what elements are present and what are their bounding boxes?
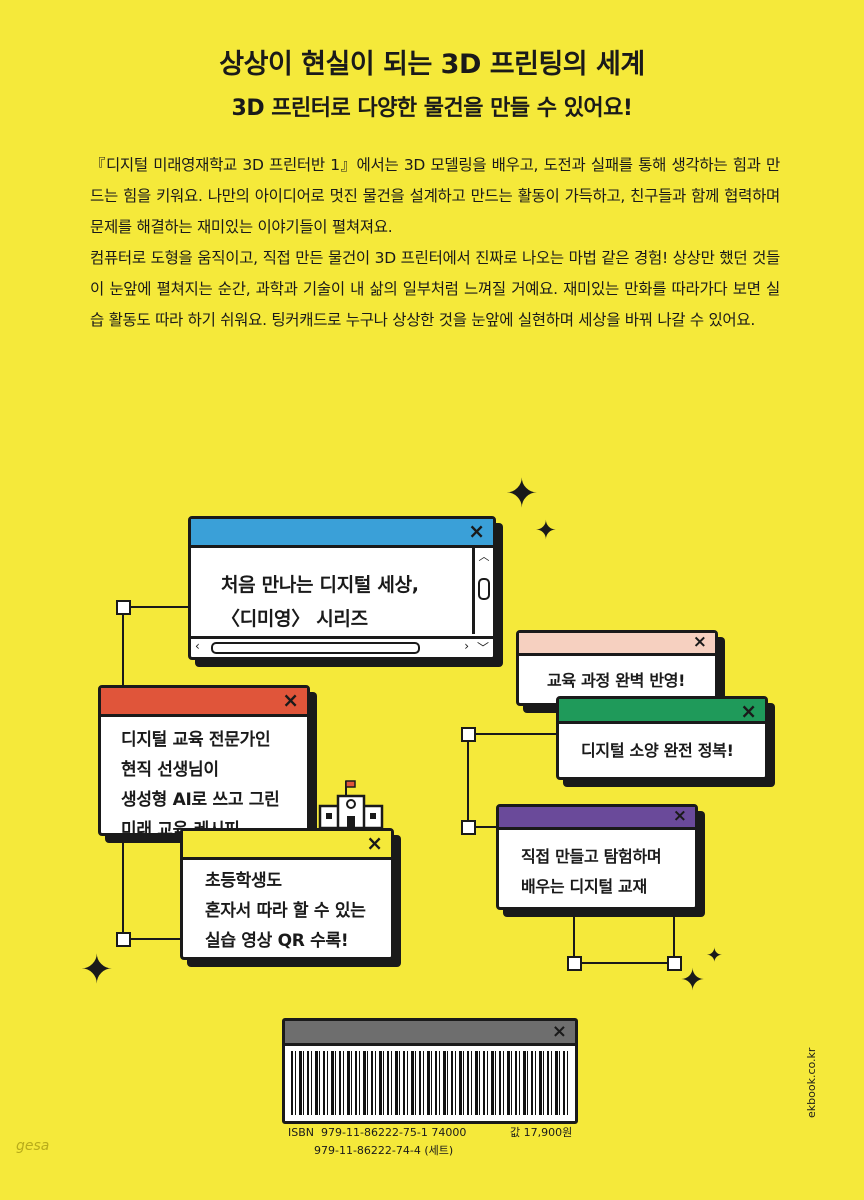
- scroll-left-icon[interactable]: ‹: [195, 639, 200, 653]
- window-titlebar: ×: [183, 831, 391, 860]
- close-icon[interactable]: ×: [672, 806, 687, 826]
- scroll-up-icon[interactable]: ︿: [478, 550, 490, 563]
- series-headline-line2: 〈디미영〉 시리즈: [221, 608, 368, 630]
- connector-line: [122, 606, 198, 608]
- price-label: 값 17,900원: [510, 1126, 573, 1139]
- qr-line-3: 실습 영상 QR 수록!: [205, 931, 349, 951]
- isbn-label: ISBN: [288, 1126, 315, 1139]
- isbn-number-2: 979-11-86222-74-4 (세트): [314, 1144, 454, 1157]
- connector-line: [122, 938, 186, 940]
- qr-line-2: 혼자서 따라 할 수 있는: [205, 901, 366, 921]
- isbn-number-1: 979-11-86222-75-1 74000: [321, 1126, 467, 1139]
- isbn-block: ISBN 979-11-86222-75-1 74000 979-11-8622…: [288, 1124, 466, 1160]
- intro-text: 『디지털 미래영재학교 3D 프린터반 1』에서는 3D 모델링을 배우고, 도…: [90, 150, 780, 336]
- sparkle-icon: ✦: [505, 471, 539, 517]
- close-icon[interactable]: ×: [692, 632, 707, 652]
- barcode-window: ×: [282, 1018, 578, 1124]
- connector-line: [122, 606, 124, 688]
- page-title: 상상이 현실이 되는 3D 프린팅의 세계: [219, 49, 645, 80]
- connector-node: [116, 600, 131, 615]
- sparkle-icon: ✦: [535, 516, 557, 546]
- publisher-site: ekbook.co.kr: [805, 1047, 818, 1118]
- teacher-line-2: 현직 선생님이: [121, 760, 219, 780]
- scrollbar-horizontal[interactable]: ‹ › ﹀: [191, 636, 493, 657]
- intro-paragraph-2: 컴퓨터로 도형을 움직이고, 직접 만든 물건이 3D 프린터에서 진짜로 나오…: [90, 249, 780, 329]
- connector-line: [467, 733, 559, 735]
- scroll-down-icon[interactable]: ﹀: [476, 641, 489, 655]
- literacy-text: 디지털 소양 완전 정복!: [581, 741, 734, 760]
- teacher-line-3: 생성형 AI로 쓰고 그린: [121, 790, 280, 810]
- scrollbar-vertical[interactable]: ︿: [472, 548, 493, 634]
- intro-paragraph-1: 『디지털 미래영재학교 3D 프린터반 1』에서는 3D 모델링을 배우고, 도…: [90, 156, 780, 236]
- qr-line-1: 초등학생도: [205, 871, 282, 891]
- close-icon[interactable]: ×: [468, 519, 485, 543]
- connector-line: [467, 733, 469, 828]
- close-icon[interactable]: ×: [282, 688, 299, 712]
- sparkle-icon: ✦: [80, 947, 114, 993]
- curriculum-window: × 교육 과정 완벽 반영!: [516, 630, 718, 706]
- window-titlebar: ×: [499, 806, 695, 830]
- scroll-thumb[interactable]: [211, 642, 420, 654]
- connector-node: [461, 727, 476, 742]
- connector-node: [567, 956, 582, 971]
- explore-line-2: 배우는 디지털 교재: [521, 877, 647, 896]
- connector-node: [667, 956, 682, 971]
- connector-line: [573, 962, 675, 964]
- sparkle-icon: ✦: [706, 943, 723, 967]
- window-titlebar: ×: [191, 519, 493, 548]
- connector-line: [467, 826, 499, 828]
- close-icon[interactable]: ×: [551, 1021, 567, 1042]
- close-icon[interactable]: ×: [740, 699, 757, 723]
- window-titlebar: ×: [559, 699, 765, 724]
- connector-line: [573, 905, 575, 963]
- connector-line: [673, 905, 675, 963]
- explore-line-1: 직접 만들고 탐험하며: [521, 847, 662, 866]
- page-subtitle: 3D 프린터로 다양한 물건을 만들 수 있어요!: [231, 96, 633, 121]
- window-titlebar: ×: [519, 632, 715, 656]
- scroll-right-icon[interactable]: ›: [464, 639, 469, 653]
- teacher-window: × 디지털 교육 전문가인 현직 선생님이 생성형 AI로 쓰고 그린 미래 교…: [98, 685, 310, 840]
- school-icon: [318, 780, 384, 830]
- connector-node: [461, 820, 476, 835]
- explore-window: × 직접 만들고 탐험하며 배우는 디지털 교재: [496, 804, 698, 910]
- scroll-thumb[interactable]: [478, 578, 490, 600]
- series-window: × 처음 만나는 디지털 세상, 〈디미영〉 시리즈 ︿ ‹ › ﹀: [188, 516, 496, 660]
- qr-window: × 초등학생도 혼자서 따라 할 수 있는 실습 영상 QR 수록!: [180, 828, 394, 960]
- publisher-signature: gesa: [16, 1138, 50, 1154]
- window-titlebar: ×: [101, 688, 307, 717]
- series-headline-line1: 처음 만나는 디지털 세상,: [221, 574, 419, 596]
- window-titlebar: ×: [285, 1021, 575, 1046]
- literacy-window: × 디지털 소양 완전 정복!: [556, 696, 768, 780]
- sparkle-icon: ✦: [680, 963, 706, 998]
- connector-line: [122, 820, 124, 940]
- teacher-line-1: 디지털 교육 전문가인: [121, 730, 271, 750]
- curriculum-text: 교육 과정 완벽 반영!: [547, 671, 686, 690]
- barcode: [291, 1051, 569, 1115]
- connector-node: [116, 932, 131, 947]
- close-icon[interactable]: ×: [366, 831, 383, 855]
